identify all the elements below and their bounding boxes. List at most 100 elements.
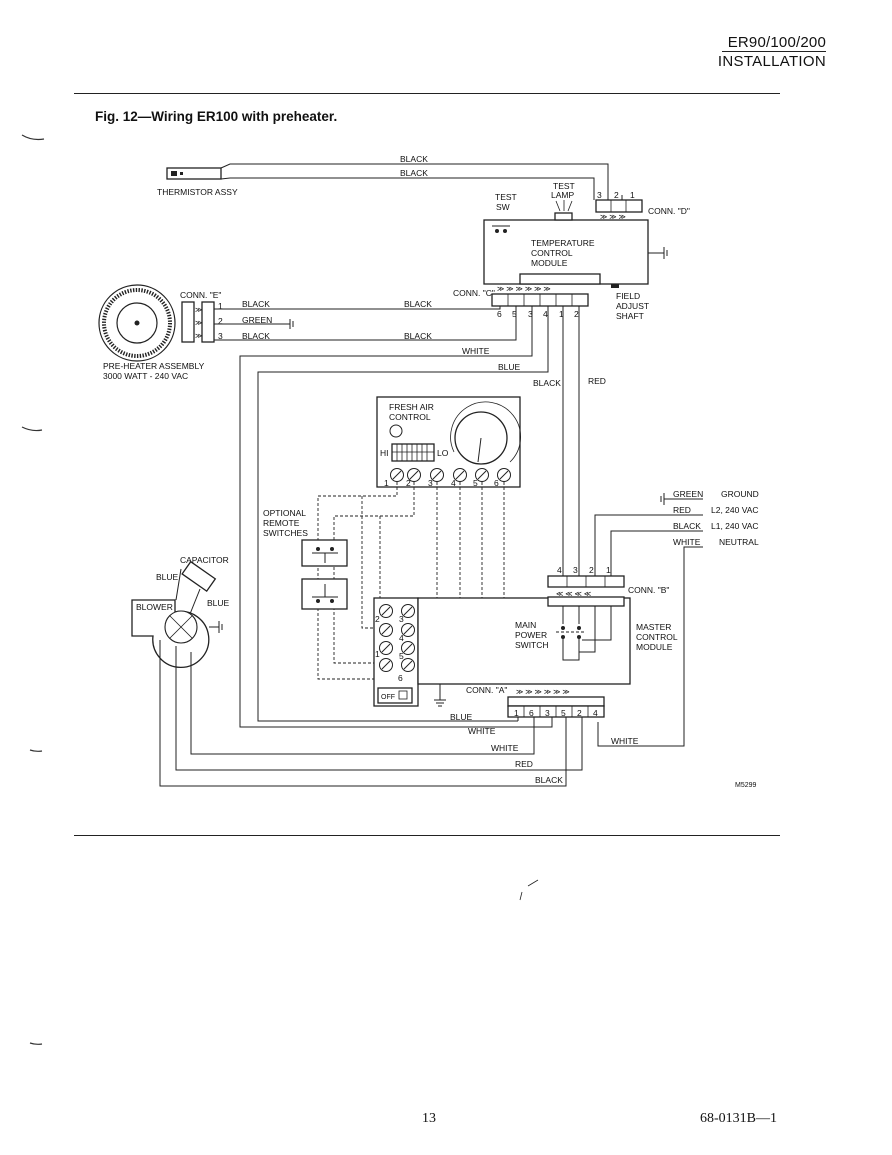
supply-color: BLACK [673,521,701,531]
supply-color: WHITE [673,537,701,547]
optional-switches-label: OPTIONAL [263,508,306,518]
supply-label: L1, 240 VAC [711,521,759,531]
conn-c-pin: 2 [574,309,579,319]
blower: BLOWER BLACK RED WHITE [131,599,583,787]
conn-b-pin: 4 [557,565,562,575]
figure-code: M5299 [735,782,757,789]
switch-pin: 5 [399,651,404,661]
conn-d: 3 2 1 ≫ ≫ ≫ CONN. "D" [595,190,690,221]
master-label: MODULE [636,642,673,652]
fresh-air-label: CONTROL [389,412,431,422]
fresh-air-pin: 3 [428,478,433,488]
main-power-label: MAIN [515,620,536,630]
wire-label-white: WHITE [491,743,519,753]
conn-a-pin: 2 [577,708,582,718]
conn-c-pin: 1 [559,309,564,319]
conn-d-pin: 2 [614,190,619,200]
switch-pin: 2 [375,614,380,624]
wire-label-blue: BLUE [156,572,179,582]
wire-label-red: RED [515,759,533,769]
fresh-air-pin: 6 [494,478,499,488]
svg-text:≫ ≫ ≫: ≫ ≫ ≫ [600,214,626,221]
optional-switches-label: REMOTE [263,518,300,528]
conn-c-pin: 4 [543,309,548,319]
conn-b-pin: 2 [589,565,594,575]
svg-text:≫ ≫ ≫ ≫ ≫ ≫: ≫ ≫ ≫ ≫ ≫ ≫ [497,286,551,293]
wire-label-black: BLACK [535,775,563,785]
test-sw-label: TEST [495,192,517,202]
tcm-label: TEMPERATURE [531,238,595,248]
wire-label-black: BLACK [533,378,561,388]
scan-marks [21,134,539,1045]
optional-switches-label: SWITCHES [263,528,308,538]
header-underline [722,51,826,52]
test-lamp-label: TEST [553,181,575,191]
conn-a-pin: 4 [593,708,598,718]
wire-label-black: BLACK [400,154,428,164]
conn-a-pin: 6 [529,708,534,718]
svg-text:≫: ≫ [195,307,202,314]
conn-c-pin: 5 [512,309,517,319]
master-label: MASTER [636,622,671,632]
conn-b-pin: 1 [606,565,611,575]
svg-text:≫ ≫ ≫ ≫ ≫ ≫: ≫ ≫ ≫ ≫ ≫ ≫ [516,689,570,696]
capacitor-label: CAPACITOR [180,555,229,565]
wire-label-red: RED [588,376,606,386]
document-number: 68-0131B—1 [700,1111,777,1126]
wire-label-white: WHITE [462,346,490,356]
fresh-air-pin: 1 [384,478,389,488]
wire-label-black: BLACK [242,331,270,341]
wire-label-blue: BLUE [207,598,230,608]
figure-title: Fig. 12—Wiring ER100 with preheater. [95,109,338,124]
capacitor: CAPACITOR BLUE BLUE [156,555,230,615]
conn-b: 4 3 2 1 ≪ ≪ ≪ ≪ CONN. "B" [547,565,669,607]
field-adjust-label: SHAFT [616,311,644,321]
svg-text:≫: ≫ [195,333,202,340]
test-sw-label: SW [496,202,510,212]
wire-label-green: GREEN [242,315,272,325]
lo-label: LO [437,448,449,458]
conn-c-label: CONN. "C" [453,288,495,298]
conn-e-pin: 2 [218,316,223,326]
supply-color: GREEN [673,489,703,499]
conn-c-pin: 3 [528,309,533,319]
blower-label: BLOWER [136,602,173,612]
fresh-air-pin: 5 [473,478,478,488]
conn-a-pin: 3 [545,708,550,718]
fresh-air-pin: 4 [451,478,456,488]
wire-label-blue: BLUE [450,712,473,722]
wire-label-black: BLACK [400,168,428,178]
conn-c: CONN. "C" ≫ ≫ ≫ ≫ ≫ ≫ 6 5 3 4 1 2 [453,286,589,319]
switch-pin: 3 [399,614,404,624]
master-control-module: MAIN POWER SWITCH MASTER CONTROL MODULE [417,597,678,707]
supply-label: NEUTRAL [719,537,759,547]
page-number: 13 [422,1111,436,1126]
supply-color: RED [673,505,691,515]
conn-a-pin: 5 [561,708,566,718]
wire-label-black: BLACK [404,331,432,341]
header-model: ER90/100/200 [727,34,826,51]
supply-label: GROUND [721,489,759,499]
header-section: INSTALLATION [717,53,826,70]
tcm-label: MODULE [531,258,568,268]
conn-e: CONN. "E" ≫ ≫ ≫ 1 2 3 [180,290,223,343]
conn-d-pin: 1 [630,190,635,200]
test-lamp-label: LAMP [551,190,574,200]
switch-pin: 1 [375,649,380,659]
preheater-label: PRE-HEATER ASSEMBLY [103,361,205,371]
field-adjust-label: ADJUST [616,301,649,311]
conn-b-pin: 3 [573,565,578,575]
main-power-label: SWITCH [515,640,549,650]
conn-d-pin: 3 [597,190,602,200]
conn-c-pin: 6 [497,309,502,319]
fresh-air-pin: 2 [406,478,411,488]
power-supply-leads: GREEN GROUND RED L2, 240 VAC BLACK L1, 2… [594,489,759,747]
conn-a-pin: 1 [514,708,519,718]
optional-remote-switches: OPTIONAL REMOTE SWITCHES [263,508,348,610]
tcm-label: CONTROL [531,248,573,258]
wire-label-black: BLACK [242,299,270,309]
bottom-rule [74,835,780,836]
master-label: CONTROL [636,632,678,642]
hi-label: HI [380,448,389,458]
